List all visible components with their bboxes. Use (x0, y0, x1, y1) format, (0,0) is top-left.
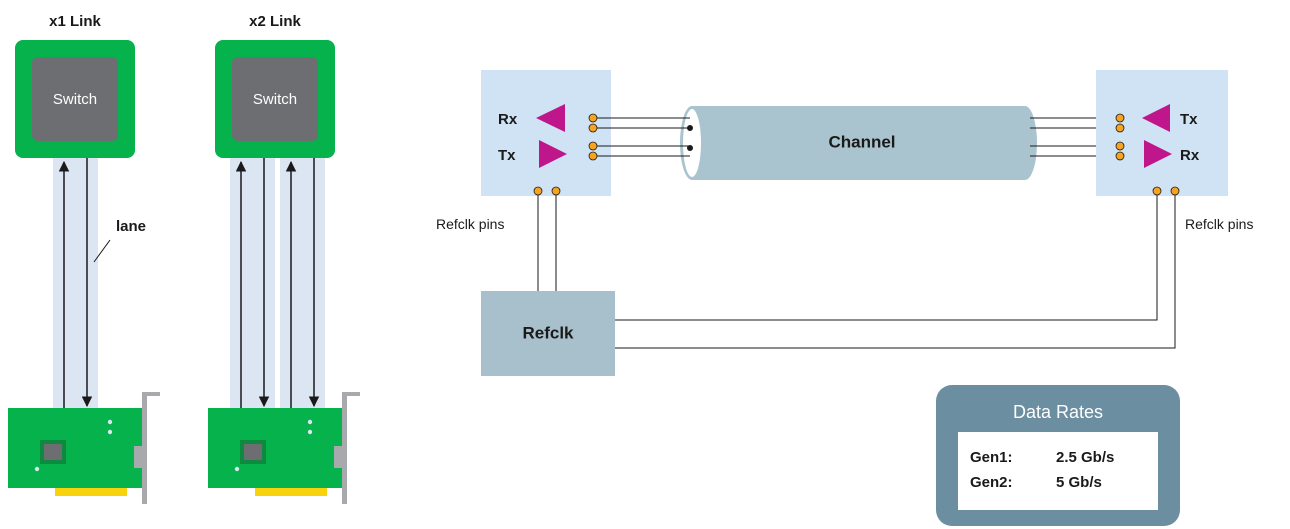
right-tx-label: Tx (1180, 111, 1198, 128)
x2-bracket-tab (334, 446, 342, 468)
right-rx-label: Rx (1180, 147, 1200, 164)
wire-entry-dot (687, 145, 693, 151)
data-rate-gen: Gen2: (970, 474, 1013, 491)
x1-link-group: x1 Link Switch lane (8, 13, 160, 504)
data-rates-table (958, 432, 1158, 510)
x1-endpoint-led (34, 466, 40, 472)
lane-label: lane (116, 218, 146, 235)
right-tx-pin (1115, 123, 1125, 133)
left-transceiver-block (481, 70, 611, 196)
refclk-label: Refclk (522, 323, 574, 342)
lane-leader-line (93, 239, 111, 263)
right-rx-pin (1115, 141, 1125, 151)
channel-cable (692, 106, 1037, 180)
right-transceiver-block (1096, 70, 1228, 196)
left-tx-pin (588, 141, 598, 151)
left-refclk-pins-label: Refclk pins (436, 216, 504, 232)
x1-switch-label: Switch (53, 91, 97, 108)
left-tx-label: Tx (498, 147, 516, 164)
left-channel-wires (597, 117, 690, 157)
x2-switch-label: Switch (253, 91, 297, 108)
data-rate-value: 2.5 Gb/s (1056, 449, 1114, 466)
x2-link-group: x2 Link Switch (208, 13, 360, 504)
x1-lane-band (53, 158, 98, 410)
x2-lane-band-1 (230, 158, 275, 410)
x2-endpoint-led (307, 419, 313, 425)
left-rx-label: Rx (498, 111, 518, 128)
right-refclk-pin (1170, 186, 1180, 196)
left-rx-triangle-icon (536, 104, 565, 132)
right-tx-triangle-icon (1142, 104, 1170, 132)
x2-pci-bracket (342, 392, 360, 504)
x1-endpoint-card (8, 408, 142, 488)
data-rate-value: 5 Gb/s (1056, 474, 1102, 491)
left-refclk-pin (533, 186, 543, 196)
data-rate-gen: Gen1: (970, 449, 1013, 466)
serdes-group: Rx Tx Channel (436, 70, 1253, 376)
left-refclk-pin (551, 186, 561, 196)
refclk-block (481, 291, 615, 376)
refclk-wires (537, 195, 1176, 349)
x1-endpoint-led (107, 429, 113, 435)
x1-endpoint-led (107, 419, 113, 425)
x1-bracket-tab (134, 446, 142, 468)
right-rx-pin (1115, 151, 1125, 161)
left-tx-pin (588, 151, 598, 161)
data-rates-title: Data Rates (1013, 402, 1103, 422)
right-refclk-pins-label: Refclk pins (1185, 216, 1253, 232)
x2-lane-band-2 (280, 158, 325, 410)
right-rx-triangle-icon (1144, 140, 1172, 168)
x1-link-title: x1 Link (49, 13, 101, 30)
x2-switch-chip (232, 57, 318, 141)
left-rx-pin (588, 123, 598, 133)
x2-endpoint-chip (244, 444, 262, 460)
left-rx-pin (588, 113, 598, 123)
x1-pci-bracket (142, 392, 160, 504)
x2-endpoint-led (307, 429, 313, 435)
x1-switch-chip (32, 57, 118, 141)
x1-endpoint-chip (44, 444, 62, 460)
channel-label: Channel (828, 132, 895, 151)
channel-cable-face (683, 109, 701, 177)
x2-link-title: x2 Link (249, 13, 301, 30)
x2-endpoint-led (234, 466, 240, 472)
right-refclk-pin (1152, 186, 1162, 196)
right-tx-pin (1115, 113, 1125, 123)
x2-edge-connector (255, 488, 327, 496)
x1-edge-connector (55, 488, 127, 496)
x2-endpoint-card (208, 408, 342, 488)
data-rates-panel: Data Rates Gen1: 2.5 Gb/s Gen2: 5 Gb/s (936, 385, 1180, 526)
left-tx-triangle-icon (539, 140, 567, 168)
wire-entry-dot (687, 125, 693, 131)
